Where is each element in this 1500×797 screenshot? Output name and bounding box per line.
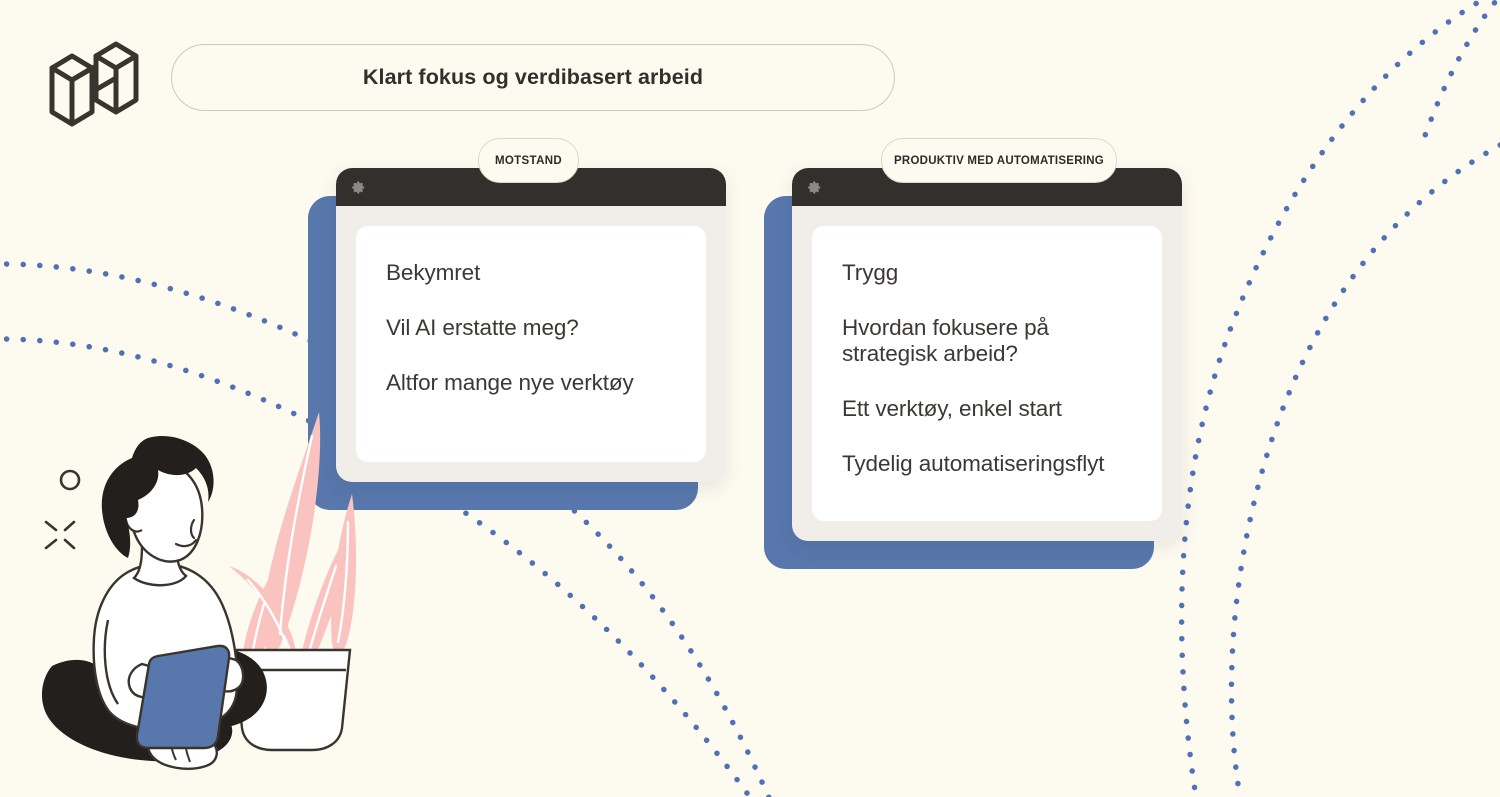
list-item: Altfor mange nye verktøy [386,370,634,396]
list-item: Ett verktøy, enkel start [842,396,1062,422]
brand-logo-isometric-n-icon [49,41,139,127]
list-item: Vil AI erstatte meg? [386,315,579,341]
circle-outline-icon [59,469,81,491]
panel-produktiv-window: Trygg Hvordan fokusere på strategisk arb… [792,168,1182,541]
plant-leaves [229,412,357,660]
panel-produktiv-body: Trygg Hvordan fokusere på strategisk arb… [792,206,1182,541]
tab-motstand-label: MOTSTAND [494,154,563,167]
list-item: Bekymret [386,260,481,285]
panel-produktiv-content: Trygg Hvordan fokusere på strategisk arb… [812,226,1162,521]
gear-icon[interactable] [807,180,822,195]
tab-produktiv-label: PRODUKTIV MED AUTOMATISERING [894,154,1104,167]
list-item: Tydelig automatiseringsflyt [842,451,1105,477]
page-title: Klart fokus og verdibasert arbeid [362,65,704,89]
panel-motstand-content: Bekymret Vil AI erstatte meg? Altfor man… [356,226,706,462]
tab-motstand[interactable]: MOTSTAND [478,138,579,183]
slide-title-pill: Klart fokus og verdibasert arbeid [171,44,895,111]
tab-produktiv-med-automatisering[interactable]: PRODUKTIV MED AUTOMATISERING [881,138,1117,183]
sparkle-icon [44,520,76,550]
gear-icon[interactable] [351,180,366,195]
list-item: Hvordan fokusere på strategisk arbeid? [842,315,1049,367]
list-item: Trygg [842,260,899,285]
person-with-laptop-and-plant-illustration [41,412,357,770]
